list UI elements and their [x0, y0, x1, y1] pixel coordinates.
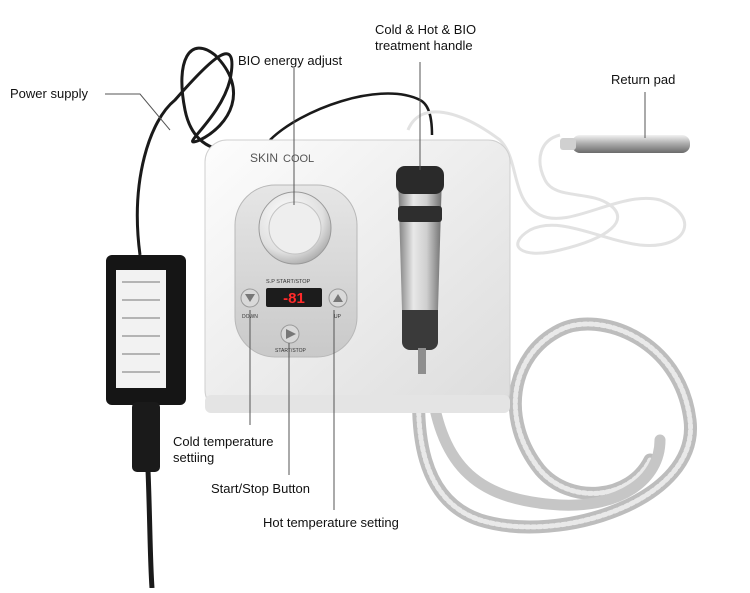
panel-header: S.P START/STOP [266, 279, 311, 285]
callout-lines [105, 62, 646, 510]
down-button[interactable] [240, 288, 260, 308]
down-arrow-icon [245, 294, 255, 302]
start-stop-button[interactable] [280, 324, 300, 344]
return-pad [560, 135, 690, 153]
power-supply-label: Power supply [10, 86, 89, 101]
up-label: UP [334, 314, 342, 320]
display-value: -81 [283, 290, 305, 307]
return-pad-label: Return pad [611, 72, 676, 87]
control-panel [234, 184, 358, 358]
handle-label-line1: Cold & Hot & BIO [375, 22, 477, 37]
power-adapter [106, 255, 186, 472]
mains-cable [145, 469, 155, 589]
cold-temp-label: Cold temperature settiing [173, 434, 273, 466]
start-stop-caption: START/STOP [275, 348, 307, 354]
play-icon [286, 329, 296, 339]
handle-label-line2: treatment handle [375, 38, 473, 53]
power-cable [135, 46, 235, 256]
brand-skin: SKIN [250, 151, 278, 165]
bio-energy-label: BIO energy adjust [238, 53, 343, 68]
handle-label: Cold & Hot & BIO treatment handle [375, 22, 476, 54]
brand-cool: COOL [283, 153, 314, 165]
up-arrow-icon [333, 294, 343, 302]
treatment-handle[interactable] [396, 166, 444, 374]
cold-temp-label-line1: Cold temperature [173, 434, 274, 449]
return-pad-cable [406, 110, 687, 255]
cold-temp-label-line2: settiing [173, 450, 215, 465]
handle-cable [269, 92, 434, 141]
temperature-display [266, 288, 322, 307]
up-button[interactable] [328, 288, 348, 308]
hot-temp-label: Hot temperature setting [263, 515, 399, 530]
start-stop-label: Start/Stop Button [211, 481, 311, 496]
